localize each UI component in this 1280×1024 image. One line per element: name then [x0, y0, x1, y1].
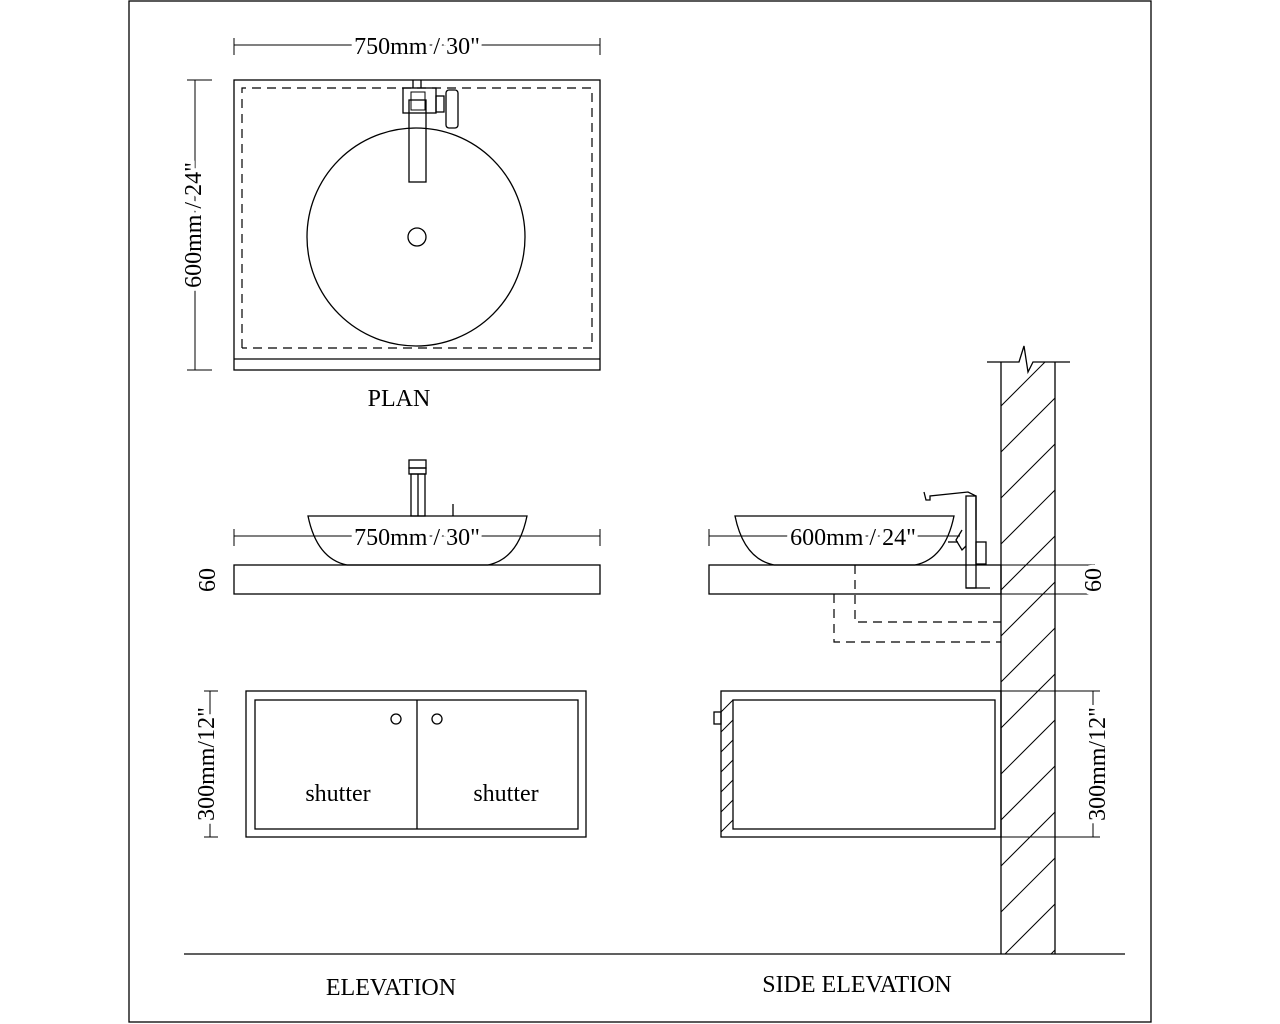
- plan-width-dimension: 750mm / 30": [354, 34, 480, 60]
- side-faucet-icon: [923, 491, 990, 589]
- elevation-title: ELEVATION: [326, 975, 456, 1001]
- elevation-width-dimension: 750mm / 30": [354, 525, 480, 551]
- plan-basin: [306, 127, 526, 347]
- elevation-faucet-icon: [408, 459, 454, 517]
- drawing-border: [128, 0, 1152, 1023]
- side-depth-dimension: 600mm / 24": [790, 525, 916, 551]
- plan-faucet-icon: [402, 80, 459, 183]
- side-counter-thickness: 60: [1081, 568, 1107, 592]
- plan-drain: [407, 227, 427, 247]
- plan-view: 750mm / 30" 600mm / 24" PLAN: [177, 30, 601, 412]
- side-cabinet: [713, 690, 1002, 838]
- elevation-cabinet: [245, 690, 587, 838]
- side-wall: [987, 345, 1070, 954]
- plan-depth-dimension: 600mm / 24": [181, 162, 207, 288]
- plan-countertop: [233, 79, 601, 371]
- front-elevation-view: 750mm / 30" 60 shutter shutter 300mm/12"…: [184, 459, 1125, 1001]
- side-elevation-title: SIDE ELEVATION: [762, 972, 952, 998]
- side-cabinet-outline: [854, 565, 1001, 623]
- side-elevation-view: 600mm / 24" 60: [708, 345, 1115, 998]
- elevation-cabinet-height: 300mm/12": [194, 707, 220, 821]
- side-cabinet-height: 300mm/12": [1085, 707, 1111, 821]
- shutter-knob-icon: [390, 713, 402, 725]
- elevation-counter-thickness: 60: [195, 568, 221, 592]
- side-knob-icon: [713, 711, 722, 725]
- elevation-countertop: [233, 564, 601, 595]
- right-shutter-label: shutter: [473, 781, 538, 807]
- left-shutter-label: shutter: [305, 781, 370, 807]
- plan-title: PLAN: [368, 386, 431, 412]
- shutter-knob-icon: [431, 713, 443, 725]
- plan-cabinet-outline: [241, 87, 593, 349]
